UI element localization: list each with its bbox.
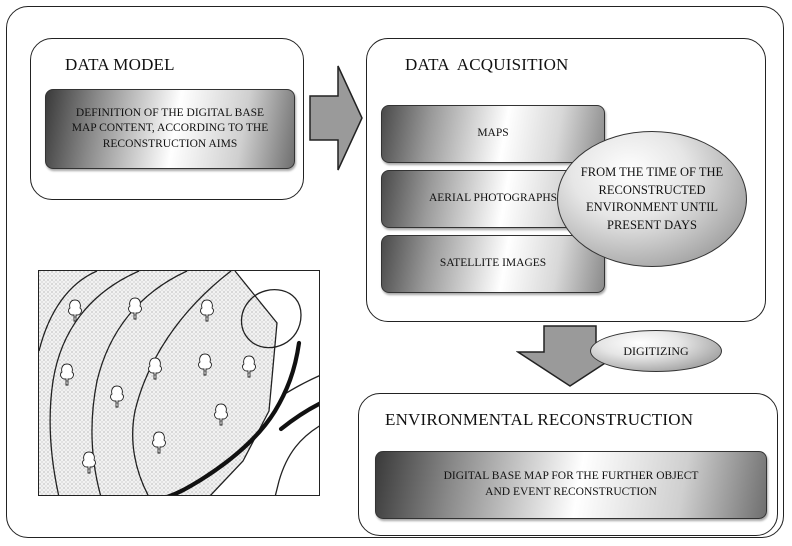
data-acquisition-panel: DATA ACQUISITION MAPS AERIAL PHOTOGRAPHS… (366, 38, 766, 322)
digitizing-ellipse: DIGITIZING (590, 330, 722, 372)
time-span-text: FROM THE TIME OF THE RECONSTRUCTED ENVIR… (580, 165, 724, 232)
road-main (166, 340, 302, 495)
closed-contour (240, 289, 302, 349)
digital-base-map-box: DIGITAL BASE MAP FOR THE FURTHER OBJECT … (375, 451, 767, 519)
data-model-definition-text: DEFINITION OF THE DIGITAL BASE MAP CONTE… (71, 106, 269, 150)
data-acquisition-title: DATA ACQUISITION (405, 55, 569, 74)
base-map-illustration (38, 270, 320, 496)
contour-line-2 (49, 271, 140, 495)
contour-line-1 (39, 271, 98, 352)
stippled-area (39, 271, 277, 495)
digital-base-map-text: DIGITAL BASE MAP FOR THE FURTHER OBJECT … (443, 470, 699, 498)
contour-line-4 (132, 271, 232, 495)
base-map-drawing (39, 271, 319, 495)
source-maps-label: MAPS (477, 127, 509, 140)
diagram-frame (6, 6, 784, 538)
time-span-ellipse: FROM THE TIME OF THE RECONSTRUCTED ENVIR… (557, 131, 747, 267)
environmental-reconstruction-title: ENVIRONMENTAL RECONSTRUCTION (385, 410, 694, 429)
data-model-title: DATA MODEL (65, 55, 175, 74)
source-maps: MAPS (381, 105, 605, 163)
data-model-definition-box: DEFINITION OF THE DIGITAL BASE MAP CONTE… (45, 89, 295, 169)
data-model-panel: DATA MODEL DEFINITION OF THE DIGITAL BAS… (30, 38, 304, 200)
source-satellite-images: SATELLITE IMAGES (381, 235, 605, 293)
arrow-right (309, 65, 363, 171)
road-branch (278, 401, 319, 432)
environmental-reconstruction-panel: ENVIRONMENTAL RECONSTRUCTION DIGITAL BAS… (358, 393, 778, 536)
source-aerial-photographs-label: AERIAL PHOTOGRAPHS (428, 192, 558, 205)
digitizing-label: DIGITIZING (623, 343, 689, 358)
source-satellite-images-label: SATELLITE IMAGES (439, 257, 547, 270)
